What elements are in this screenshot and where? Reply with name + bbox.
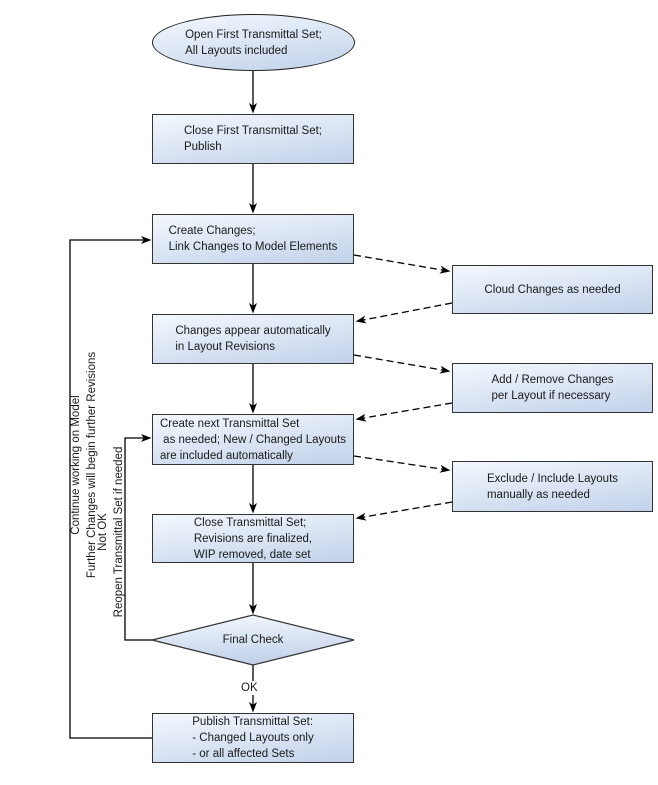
node-changes-appear: Changes appear automatically in Layout R…: [152, 314, 354, 364]
dashed-add-remove-to-create-next: [355, 402, 453, 422]
node-final-check: Final Check: [152, 615, 354, 665]
node-add-remove-changes: Add / Remove Changes per Layout if neces…: [452, 363, 653, 413]
dashed-cloud-to-changes-appear: [355, 302, 453, 324]
node-create-changes: Create Changes; Link Changes to Model El…: [152, 214, 354, 264]
node-close-first-set: Close First Transmittal Set; Publish: [152, 114, 354, 164]
node-exclude-include-layouts: Exclude / Include Layouts manually as ne…: [452, 461, 653, 512]
node-close-set-text: Close Transmittal Set; Revisions are fin…: [193, 516, 313, 561]
loop-outer-line: [69, 236, 152, 739]
dashed-create-next-to-exclude-include: [353, 455, 451, 473]
node-exclude-include-layouts-text: Exclude / Include Layouts manually as ne…: [486, 472, 619, 501]
node-cloud-changes: Cloud Changes as needed: [452, 265, 653, 314]
node-publish-set: Publish Transmittal Set: - Changed Layou…: [152, 713, 354, 763]
dashed-changes-appear-to-add-remove: [353, 354, 451, 374]
inner-loop-label: Not OK Reopen Transmittal Set if needed: [95, 432, 127, 632]
inner-loop-label-text: Not OK Reopen Transmittal Set if needed: [97, 446, 125, 618]
dashed-exclude-include-to-close-set: [355, 501, 453, 521]
node-start-text: Open First Transmittal Set; All Layouts …: [185, 28, 322, 57]
node-create-next-set: Create next Transmittal Set as needed; N…: [152, 414, 354, 465]
loop-inner-line: [124, 434, 152, 641]
node-final-check-diamond: [151, 614, 355, 666]
node-changes-appear-text: Changes appear automatically in Layout R…: [175, 325, 331, 353]
node-create-next-set-text: Create next Transmittal Set as needed; N…: [159, 417, 347, 462]
node-create-changes-text: Create Changes; Link Changes to Model El…: [168, 225, 338, 253]
ok-edge-label: OK: [238, 681, 261, 695]
node-publish-set-text: Publish Transmittal Set: - Changed Layou…: [192, 716, 314, 760]
node-cloud-changes-text: Cloud Changes as needed: [484, 283, 621, 296]
node-start-ellipse: Open First Transmittal Set; All Layouts …: [152, 14, 355, 71]
node-add-remove-changes-text: Add / Remove Changes per Layout if neces…: [491, 374, 614, 402]
node-close-first-set-text: Close First Transmittal Set; Publish: [183, 125, 323, 153]
final-check-label: Final Check: [222, 634, 284, 646]
dashed-create-changes-to-cloud: [353, 254, 451, 274]
node-close-set: Close Transmittal Set; Revisions are fin…: [152, 514, 354, 563]
